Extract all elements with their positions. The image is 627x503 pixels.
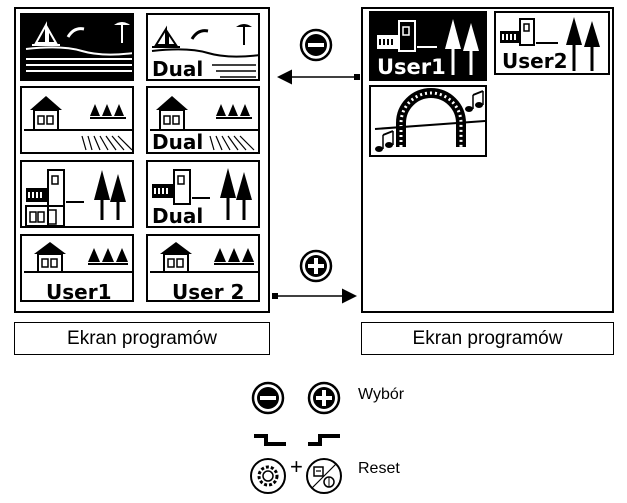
minus-button[interactable] [298,27,334,63]
building-icon [500,17,600,71]
plus-button[interactable] [298,248,334,284]
program-tile-building-user1[interactable]: User1 [369,11,487,81]
tile-label: Dual [150,130,206,154]
horseshoe-music-icon [374,88,485,152]
plus-button[interactable] [306,380,342,416]
program-tile-house-user1[interactable]: User1 [20,234,134,302]
beach-icon [151,24,258,78]
right-panel-caption: Ekran programów [361,322,614,355]
program-tile-beach[interactable] [20,13,134,81]
program-tile-horseshoe-music[interactable] [369,85,487,157]
select-label: Wybór [358,386,405,403]
program-tile-building-trees[interactable] [20,160,134,228]
program-tile-building-trees-dual[interactable]: Dual [146,160,260,228]
house-icon [24,96,132,151]
long-press-left-icon [254,434,286,446]
house-icon [24,242,132,273]
house-icon [150,242,258,273]
program-button-icon[interactable] [304,456,344,496]
program-tile-building-user2[interactable]: User2 [494,11,610,75]
program-tile-beach-dual[interactable]: Dual [146,13,260,81]
building-icon [152,168,252,220]
tile-label: Dual [152,57,204,81]
arrow-origin-dot [272,293,278,299]
building-icon [25,169,126,226]
tile-label: User1 [377,55,446,79]
program-tile-house-user2[interactable]: User 2 [146,234,260,302]
building-icon [377,19,479,75]
reset-label: Reset [358,460,400,477]
tile-label: User 2 [172,280,245,302]
tile-label: User2 [500,49,570,73]
program-tile-house-field-dual[interactable]: Dual [146,86,260,154]
combo-plus-sign: + [290,454,303,479]
tile-label: User1 [46,280,112,302]
long-press-right-icon [308,434,340,446]
program-tile-house-field[interactable] [20,86,134,154]
tile-label: Dual [150,204,206,228]
gear-button-icon[interactable] [248,456,288,496]
minus-button[interactable] [250,380,286,416]
beach-icon [25,21,132,72]
arrow-origin-dot [354,74,360,80]
left-panel-caption: Ekran programów [14,322,270,355]
house-icon [150,96,258,151]
